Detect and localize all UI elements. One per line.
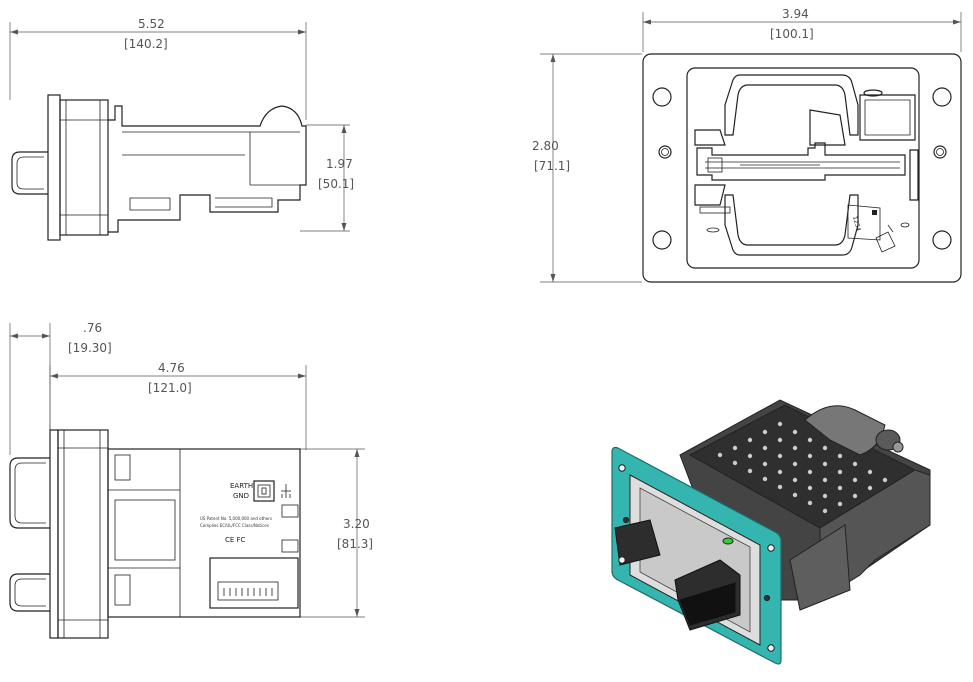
patent-text-2: Complies EC/UL/FCC Class/Notices: [200, 523, 269, 528]
dim-side-width-in: 5.52: [138, 17, 165, 31]
front-view: 3.94 [100.1] 2.80 [71.1]: [532, 7, 962, 283]
card-number-label: 1234: [851, 215, 862, 232]
dim-bezel-depth-mm: [19.30]: [68, 341, 112, 355]
side-view: 5.52 [140.2] 1.97 [50.1]: [9, 17, 354, 241]
gnd-label: GND: [233, 492, 249, 500]
dim-front-height-in: 2.80: [532, 139, 559, 153]
dim-bezel-depth-in: .76: [83, 321, 102, 335]
dim-front-width-in: 3.94: [782, 7, 809, 21]
card-insert-icon: 1234: [847, 204, 896, 253]
dim-side-height-mm: [50.1]: [318, 177, 354, 191]
isometric-view: [611, 399, 931, 665]
patent-text-1: US Patent No. 5,000,000 and others: [200, 516, 272, 521]
dim-body-width-mm: [81.3]: [337, 537, 373, 551]
dim-body-length-mm: [121.0]: [148, 381, 192, 395]
dim-front-width-mm: [100.1]: [770, 27, 814, 41]
cert-marks: CE FC: [225, 536, 246, 544]
dim-body-length-in: 4.76: [158, 361, 185, 375]
dim-front-height-mm: [71.1]: [534, 159, 570, 173]
ground-symbol-icon: [281, 484, 291, 498]
top-view: .76 [19.30] 4.76 [121.0] 3.20 [81.3]: [9, 321, 373, 639]
dim-side-width-mm: [140.2]: [124, 37, 168, 51]
earth-label: EARTH: [230, 482, 253, 490]
connector-pins: [223, 588, 273, 596]
dim-side-height-in: 1.97: [326, 157, 353, 171]
dim-body-width-in: 3.20: [343, 517, 370, 531]
